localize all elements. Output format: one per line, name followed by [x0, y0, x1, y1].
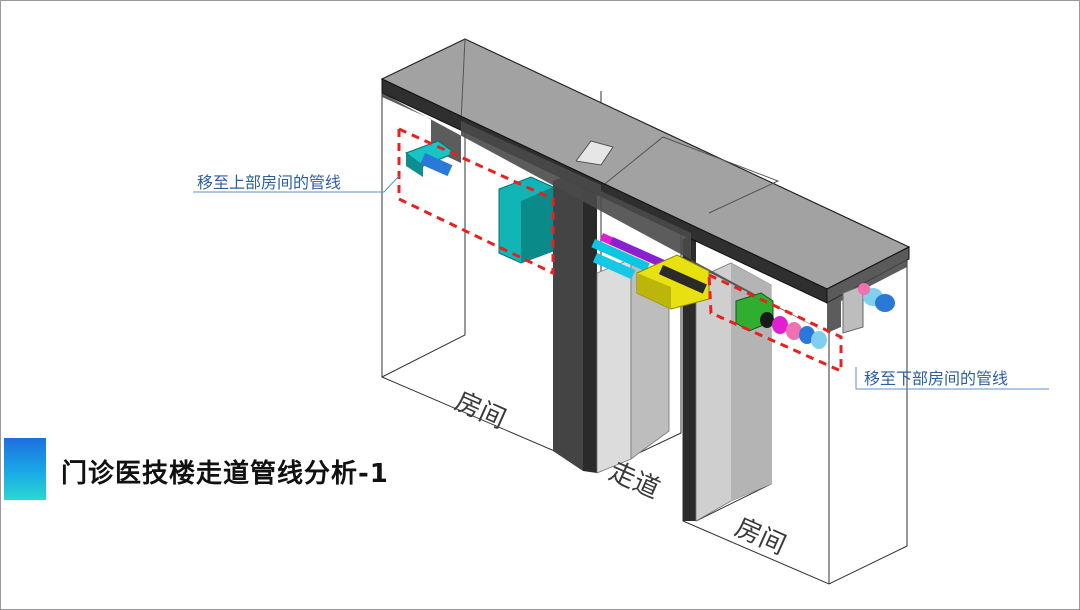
lower-pipes [735, 283, 895, 349]
callout-leaders [193, 175, 1049, 390]
beam-band [382, 93, 907, 333]
callout-lower-label: 移至下部房间的管线 [864, 369, 1009, 388]
highlight-boxes [397, 126, 843, 374]
corridor-pipes [591, 232, 710, 310]
upper-ducts [404, 140, 554, 264]
callout-upper-label: 移至上部房间的管线 [197, 173, 342, 192]
slide-title: 门诊医技楼走道管线分析-1 [61, 459, 389, 489]
title-accent-bar [4, 438, 46, 500]
